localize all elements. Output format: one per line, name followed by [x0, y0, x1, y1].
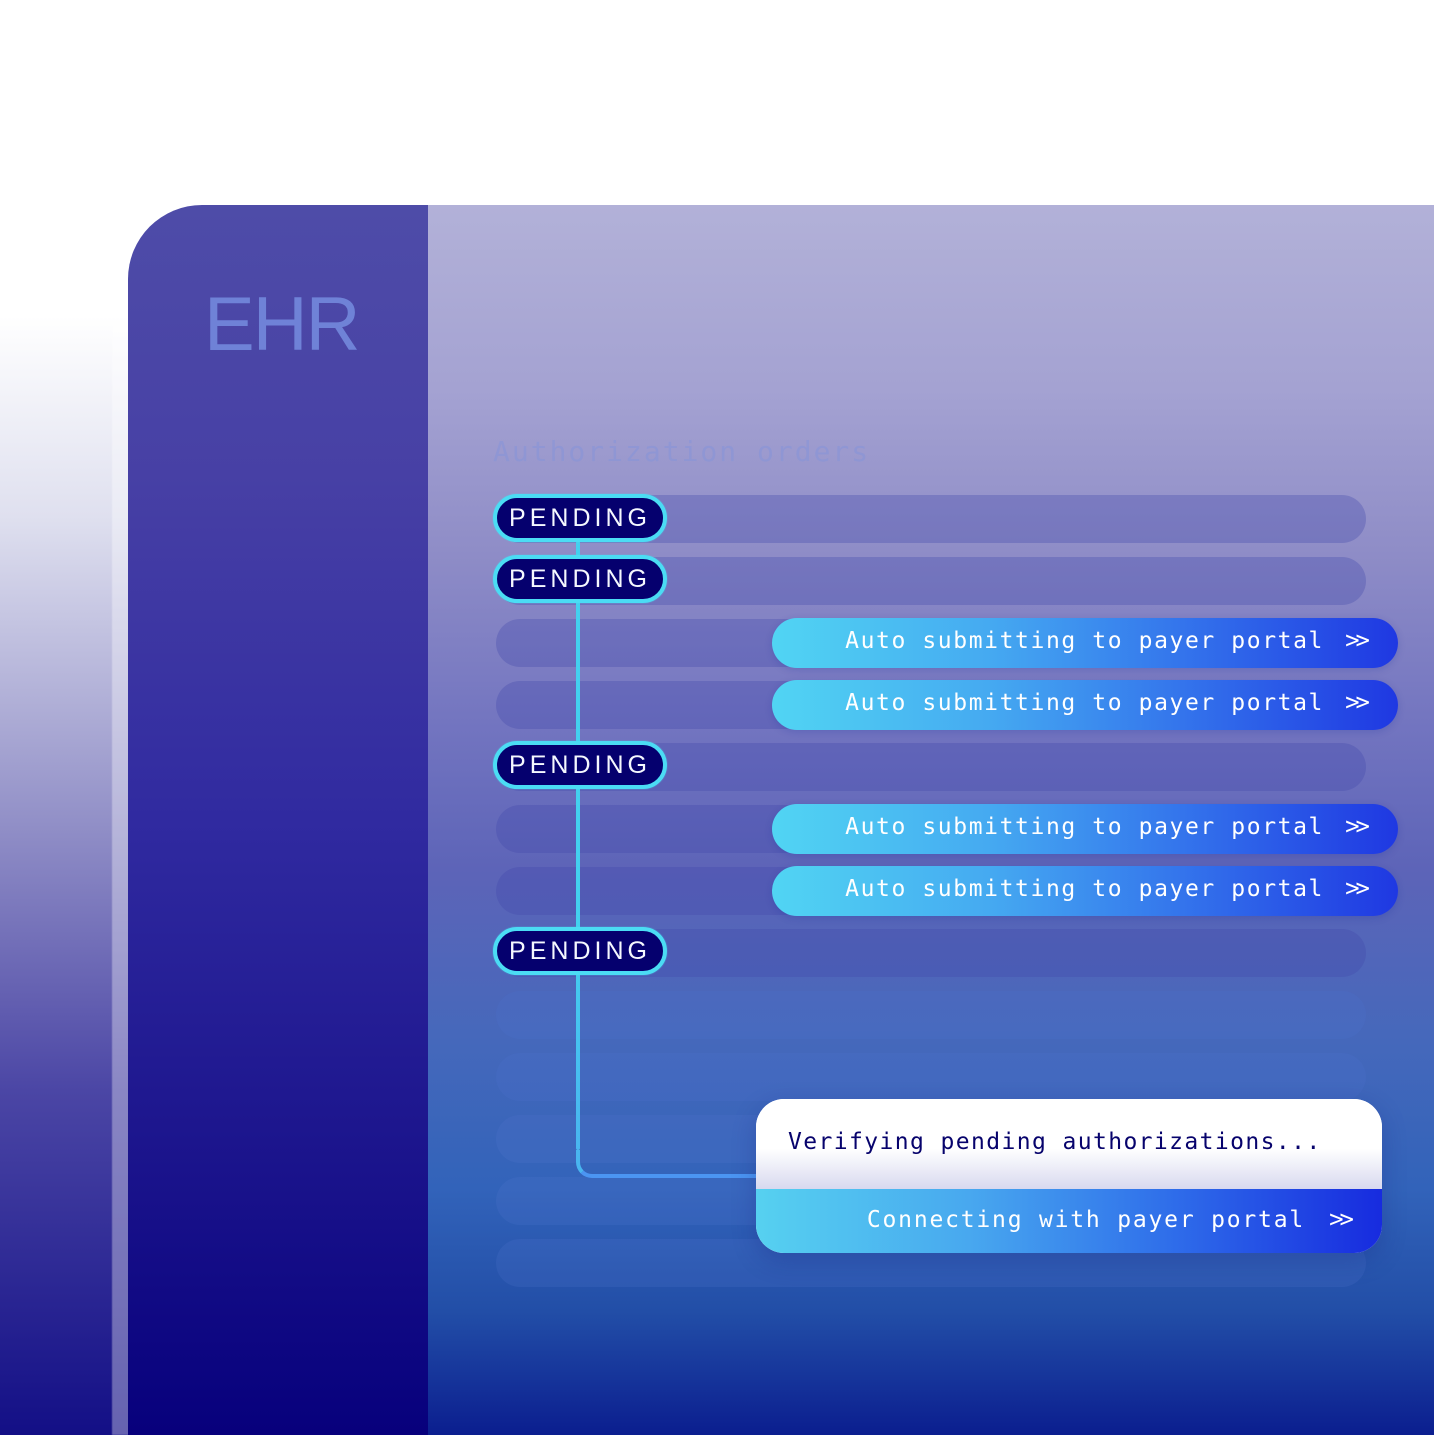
- auto-submit-status: Auto submitting to payer portal >>: [772, 866, 1398, 916]
- section-title: Authorization orders: [493, 435, 871, 468]
- pending-status-badge: PENDING: [493, 927, 667, 975]
- sidebar: EHR: [128, 205, 428, 1435]
- auto-submit-label: Auto submitting to payer portal: [845, 876, 1324, 902]
- popup-connector: [576, 1150, 758, 1178]
- auto-submit-status: Auto submitting to payer portal >>: [772, 618, 1398, 668]
- authorization-row[interactable]: [496, 991, 1366, 1039]
- popup-status-label: Connecting with payer portal: [866, 1207, 1305, 1233]
- auto-submit-status: Auto submitting to payer portal >>: [772, 680, 1398, 730]
- verification-popup: Verifying pending authorizations... Conn…: [756, 1099, 1382, 1253]
- popup-status-bar: Connecting with payer portal >>: [756, 1189, 1382, 1253]
- double-chevron-right-icon: >>: [1345, 874, 1370, 902]
- pending-status-badge: PENDING: [493, 494, 667, 542]
- status-connector: [576, 541, 580, 564]
- popup-header: Verifying pending authorizations...: [756, 1099, 1382, 1189]
- auto-submit-label: Auto submitting to payer portal: [845, 628, 1324, 654]
- pending-status-badge: PENDING: [493, 555, 667, 603]
- pending-status-badge: PENDING: [493, 741, 667, 789]
- double-chevron-right-icon: >>: [1345, 626, 1370, 654]
- double-chevron-right-icon: >>: [1329, 1205, 1354, 1233]
- authorization-row[interactable]: [496, 1053, 1366, 1101]
- auto-submit-status: Auto submitting to payer portal >>: [772, 804, 1398, 854]
- auto-submit-label: Auto submitting to payer portal: [845, 690, 1324, 716]
- double-chevron-right-icon: >>: [1345, 688, 1370, 716]
- status-connector: [576, 601, 580, 1150]
- popup-title: Verifying pending authorizations...: [788, 1129, 1322, 1155]
- auto-submit-label: Auto submitting to payer portal: [845, 814, 1324, 840]
- double-chevron-right-icon: >>: [1345, 812, 1370, 840]
- ehr-logo: EHR: [204, 282, 360, 367]
